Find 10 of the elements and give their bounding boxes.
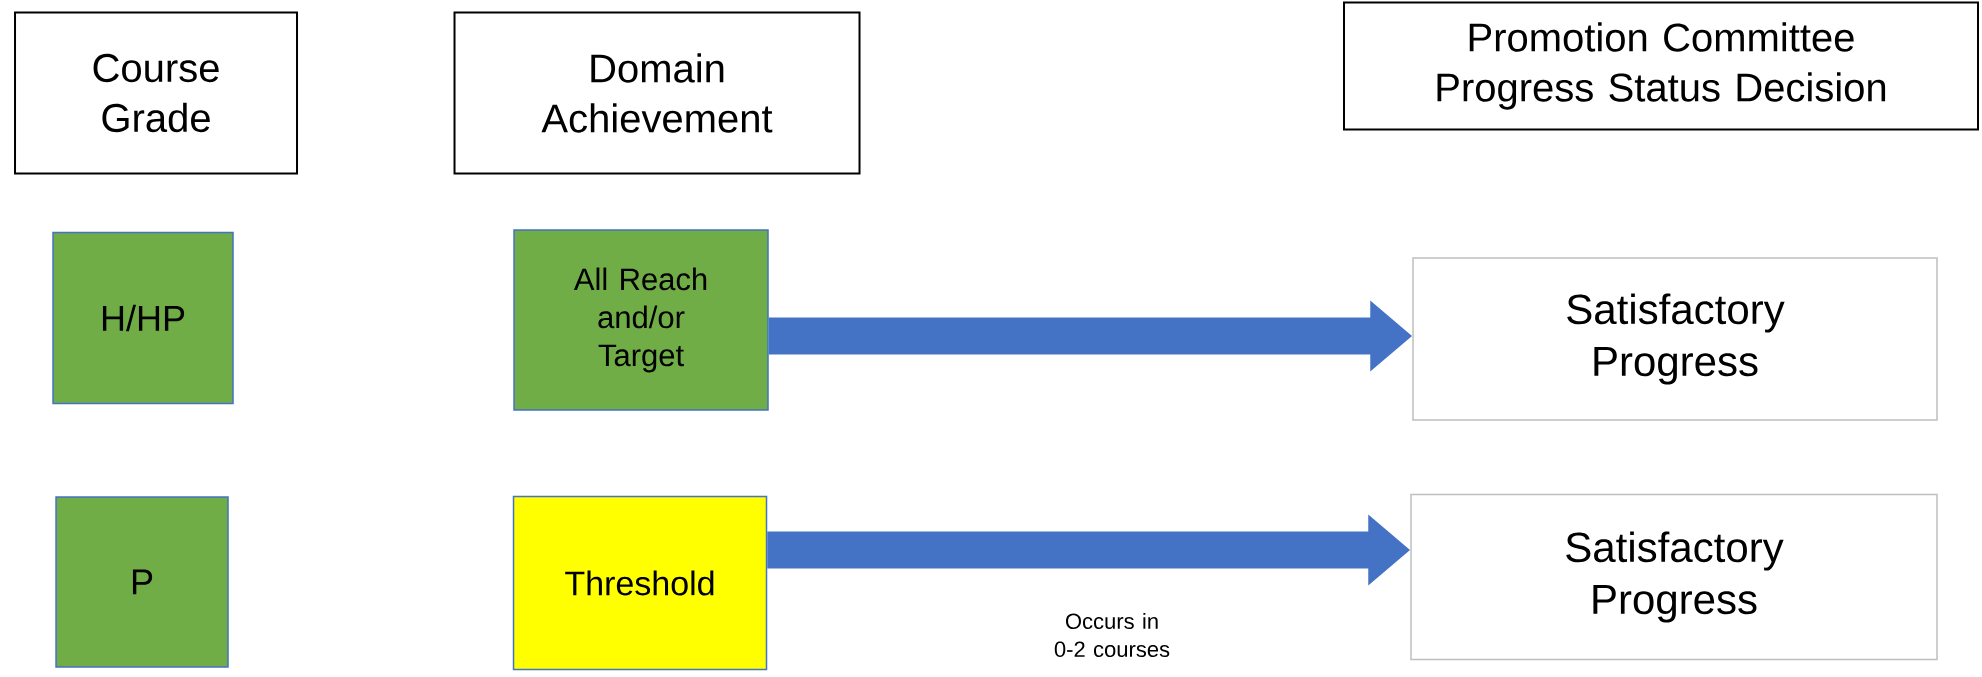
achievement-box: All Reach and/or Target [513, 229, 769, 411]
grade-box: H/HP [52, 231, 234, 405]
edge-label: Occurs in 0-2 courses [1054, 612, 1170, 658]
header-box: Domain Achievement [453, 11, 861, 175]
grade-box: P [55, 496, 229, 668]
status-box: Satisfactory Progress [1410, 493, 1938, 661]
achievement-box: Threshold [512, 495, 768, 671]
status-box: Satisfactory Progress [1412, 257, 1938, 421]
header-box: Promotion Committee Progress Status Decision [1343, 1, 1979, 131]
header-box: Course Grade [14, 11, 298, 175]
